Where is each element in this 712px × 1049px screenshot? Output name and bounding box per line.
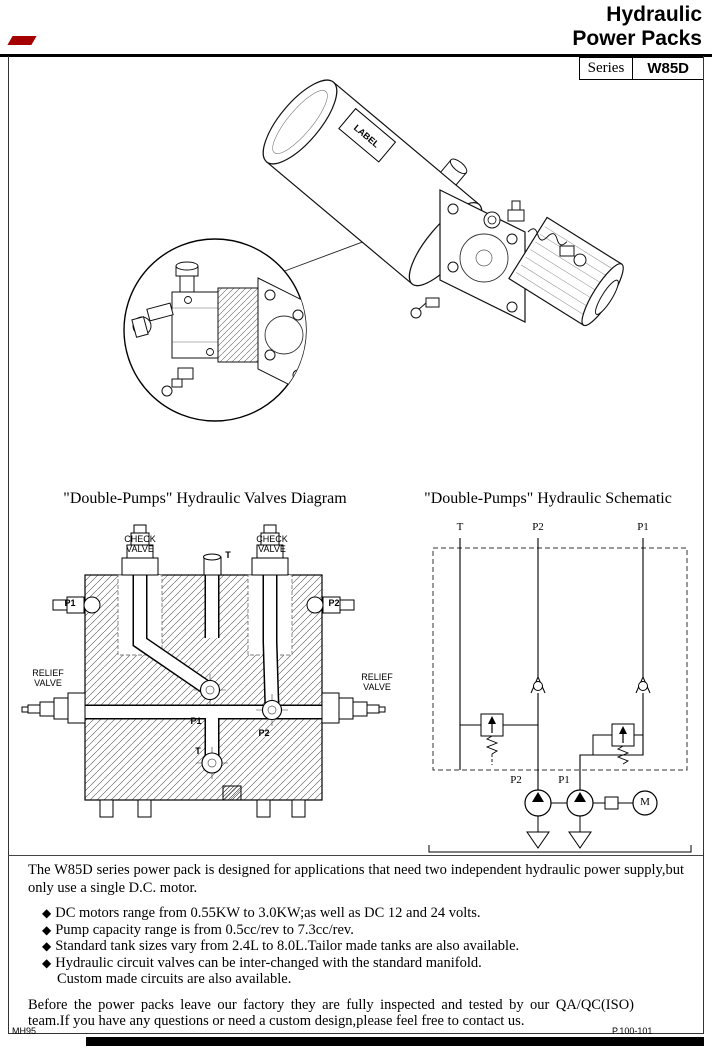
feature-list: ◆ DC motors range from 0.55KW to 3.0KW;a…: [42, 905, 686, 988]
t-bottom-label: T: [195, 746, 201, 756]
list-item: ◆ DC motors range from 0.55KW to 3.0KW;a…: [42, 905, 686, 922]
diamond-bullet-icon: ◆: [42, 906, 52, 920]
power-pack-drawing: LABEL: [123, 79, 624, 422]
p2-port-label: P2: [328, 598, 340, 608]
side-port-p2: [306, 596, 355, 614]
page-title-line1: Hydraulic: [606, 3, 702, 26]
relief-valve-left-fitting: [21, 692, 86, 724]
footer-page-number: P.100-101: [612, 1026, 653, 1036]
text-separator-rule: [8, 855, 703, 856]
coil-tube: [527, 228, 568, 246]
relief-valve-left-label: RELIEF VALVE: [32, 668, 64, 688]
pump-p1-label: P1: [558, 774, 570, 786]
list-item: ◆ Standard tank sizes vary from 2.4L to …: [42, 938, 686, 955]
outro-paragraph: Before the power packs leave our factory…: [28, 996, 634, 1030]
series-label: Series: [578, 57, 634, 80]
manifold-plate: [439, 189, 526, 323]
feature-text: Hydraulic circuit valves can be inter-ch…: [55, 954, 482, 971]
valves-diagram: CHECK VALVE CHECK VALVE T P1 P2 RELIEF V…: [20, 520, 405, 860]
page-title: Hydraulic Power Packs: [572, 3, 702, 51]
suction-strainers: [428, 816, 692, 853]
relief-valve-right-symbol: [592, 723, 643, 765]
pump-motor-group: [524, 789, 658, 817]
motor-drawing: [508, 216, 624, 327]
valves-diagram-title: "Double-Pumps" Hydraulic Valves Diagram: [63, 490, 347, 507]
diamond-bullet-icon: ◆: [42, 922, 52, 937]
filler-cap: [449, 158, 468, 175]
feature-text: Pump capacity range is from 0.5cc/rev to…: [55, 921, 354, 938]
schematic-drawing: [428, 538, 692, 853]
check-valve-right-fitting: [251, 524, 289, 576]
check-valve-left-label: CHECK VALVE: [124, 534, 156, 554]
t-top-label: T: [225, 550, 231, 560]
tank-label-plate: [338, 107, 397, 163]
check-valve-left-fitting: [121, 524, 159, 576]
p1-center-label: P1: [190, 716, 202, 726]
schematic-t-label: T: [456, 521, 464, 533]
feature-text-continuation: Custom made circuits are also available.: [57, 971, 292, 987]
page-title-line2: Power Packs: [572, 27, 702, 50]
breather-fitting: [410, 297, 440, 319]
p1-port-label: P1: [64, 598, 76, 608]
valves-diagram-drawing: [21, 524, 386, 818]
check-valve-symbols: [530, 676, 651, 694]
intro-paragraph: The W85D series power pack is designed f…: [28, 862, 684, 896]
footer-bar: [86, 1037, 704, 1046]
p2-center-label: P2: [258, 728, 270, 738]
side-port-p1: [52, 596, 101, 614]
diamond-bullet-icon: ◆: [42, 955, 52, 970]
schematic-p1-label: P1: [637, 521, 649, 533]
footer-code-left: MH95: [12, 1026, 37, 1036]
brand-logo-mark: [7, 36, 37, 45]
pump-detail-drawing: [131, 261, 306, 397]
relief-valve-right-label: RELIEF VALVE: [361, 672, 393, 692]
motor-symbol: [632, 790, 658, 816]
check-valve-right-label: CHECK VALVE: [256, 534, 288, 554]
feature-text: Standard tank sizes vary from 2.4L to 8.…: [55, 938, 520, 954]
schematic-lines: [459, 538, 644, 790]
tank-line: [428, 845, 692, 853]
hydraulic-schematic: T P2 P1 P2 P1 M: [415, 520, 705, 860]
diamond-bullet-icon: ◆: [42, 939, 52, 953]
t-port-fitting: [203, 553, 222, 576]
motor-label: M: [640, 796, 650, 808]
manifold-boundary: [432, 547, 688, 771]
pump-p2-label: P2: [510, 774, 522, 786]
ports: [194, 674, 288, 779]
schematic-title: "Double-Pumps" Hydraulic Schematic: [424, 490, 672, 507]
list-item: ◆ Pump capacity range is from 0.5cc/rev …: [42, 922, 686, 939]
description-block: The W85D series power pack is designed f…: [28, 861, 686, 1030]
relief-valve-right-fitting: [321, 692, 386, 724]
mounting-tabs: [99, 785, 306, 818]
list-item: ◆ Hydraulic circuit valves can be inter-…: [42, 955, 686, 972]
header-rule: [0, 54, 712, 57]
schematic-p2-label: P2: [532, 521, 544, 533]
power-pack-illustration: LABEL: [60, 60, 660, 485]
tank-drawing: LABEL: [262, 79, 483, 287]
valve-fittings: [483, 200, 587, 267]
series-box: Series W85D: [578, 57, 704, 80]
relief-valve-left-symbol: [460, 713, 538, 765]
feature-text: DC motors range from 0.55KW to 3.0KW;as …: [55, 905, 481, 921]
